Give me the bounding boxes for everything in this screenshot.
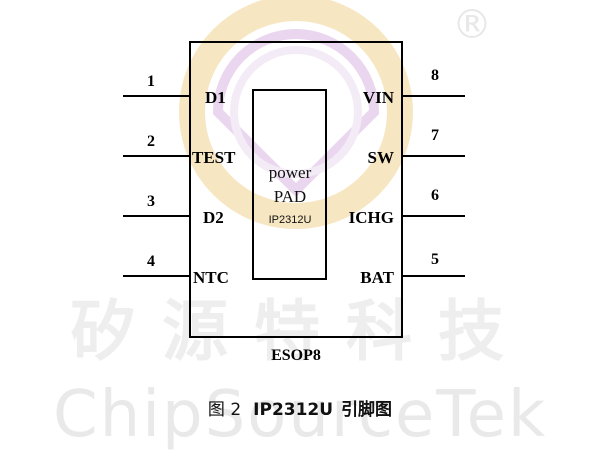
pin-5-name: BAT [360,268,394,287]
watermark-company-en: ChipSourceTek [52,378,548,452]
pin-4-name: NTC [193,268,229,287]
pin-6-number: 6 [431,187,439,204]
caption-part: IP2312U [253,400,333,420]
pin-1-name: D1 [205,88,226,107]
registered-mark: ® [452,2,492,48]
pin-4-number: 4 [147,253,155,270]
pin-1-number: 1 [147,73,155,90]
power-pad-label-line1: power [269,163,312,182]
power-pad-label-line2: PAD [274,187,306,206]
caption-suffix: 引脚图 [341,399,392,420]
chip-body [189,41,403,338]
pin-8-name: VIN [363,88,395,107]
pin-8-number: 8 [431,67,439,84]
pin-3-name: D2 [203,208,224,227]
pin-2-number: 2 [147,133,155,150]
package-label: ESOP8 [271,347,321,364]
pin-3-number: 3 [147,193,155,210]
watermark-company-cn: 矽源特科技 [70,292,530,370]
figure-caption: 图 2 IP2312U 引脚图 [208,399,392,420]
caption-prefix: 图 2 [208,400,241,420]
pin-7-number: 7 [431,127,439,144]
power-pad [252,89,327,280]
watermark-logo [179,0,413,229]
pin-5-number: 5 [431,251,439,268]
pin-6-name: ICHG [349,208,394,227]
pin-2-name: TEST [192,148,236,167]
power-pad-part-number: IP2312U [269,214,312,226]
pin-7-name: SW [368,148,394,167]
